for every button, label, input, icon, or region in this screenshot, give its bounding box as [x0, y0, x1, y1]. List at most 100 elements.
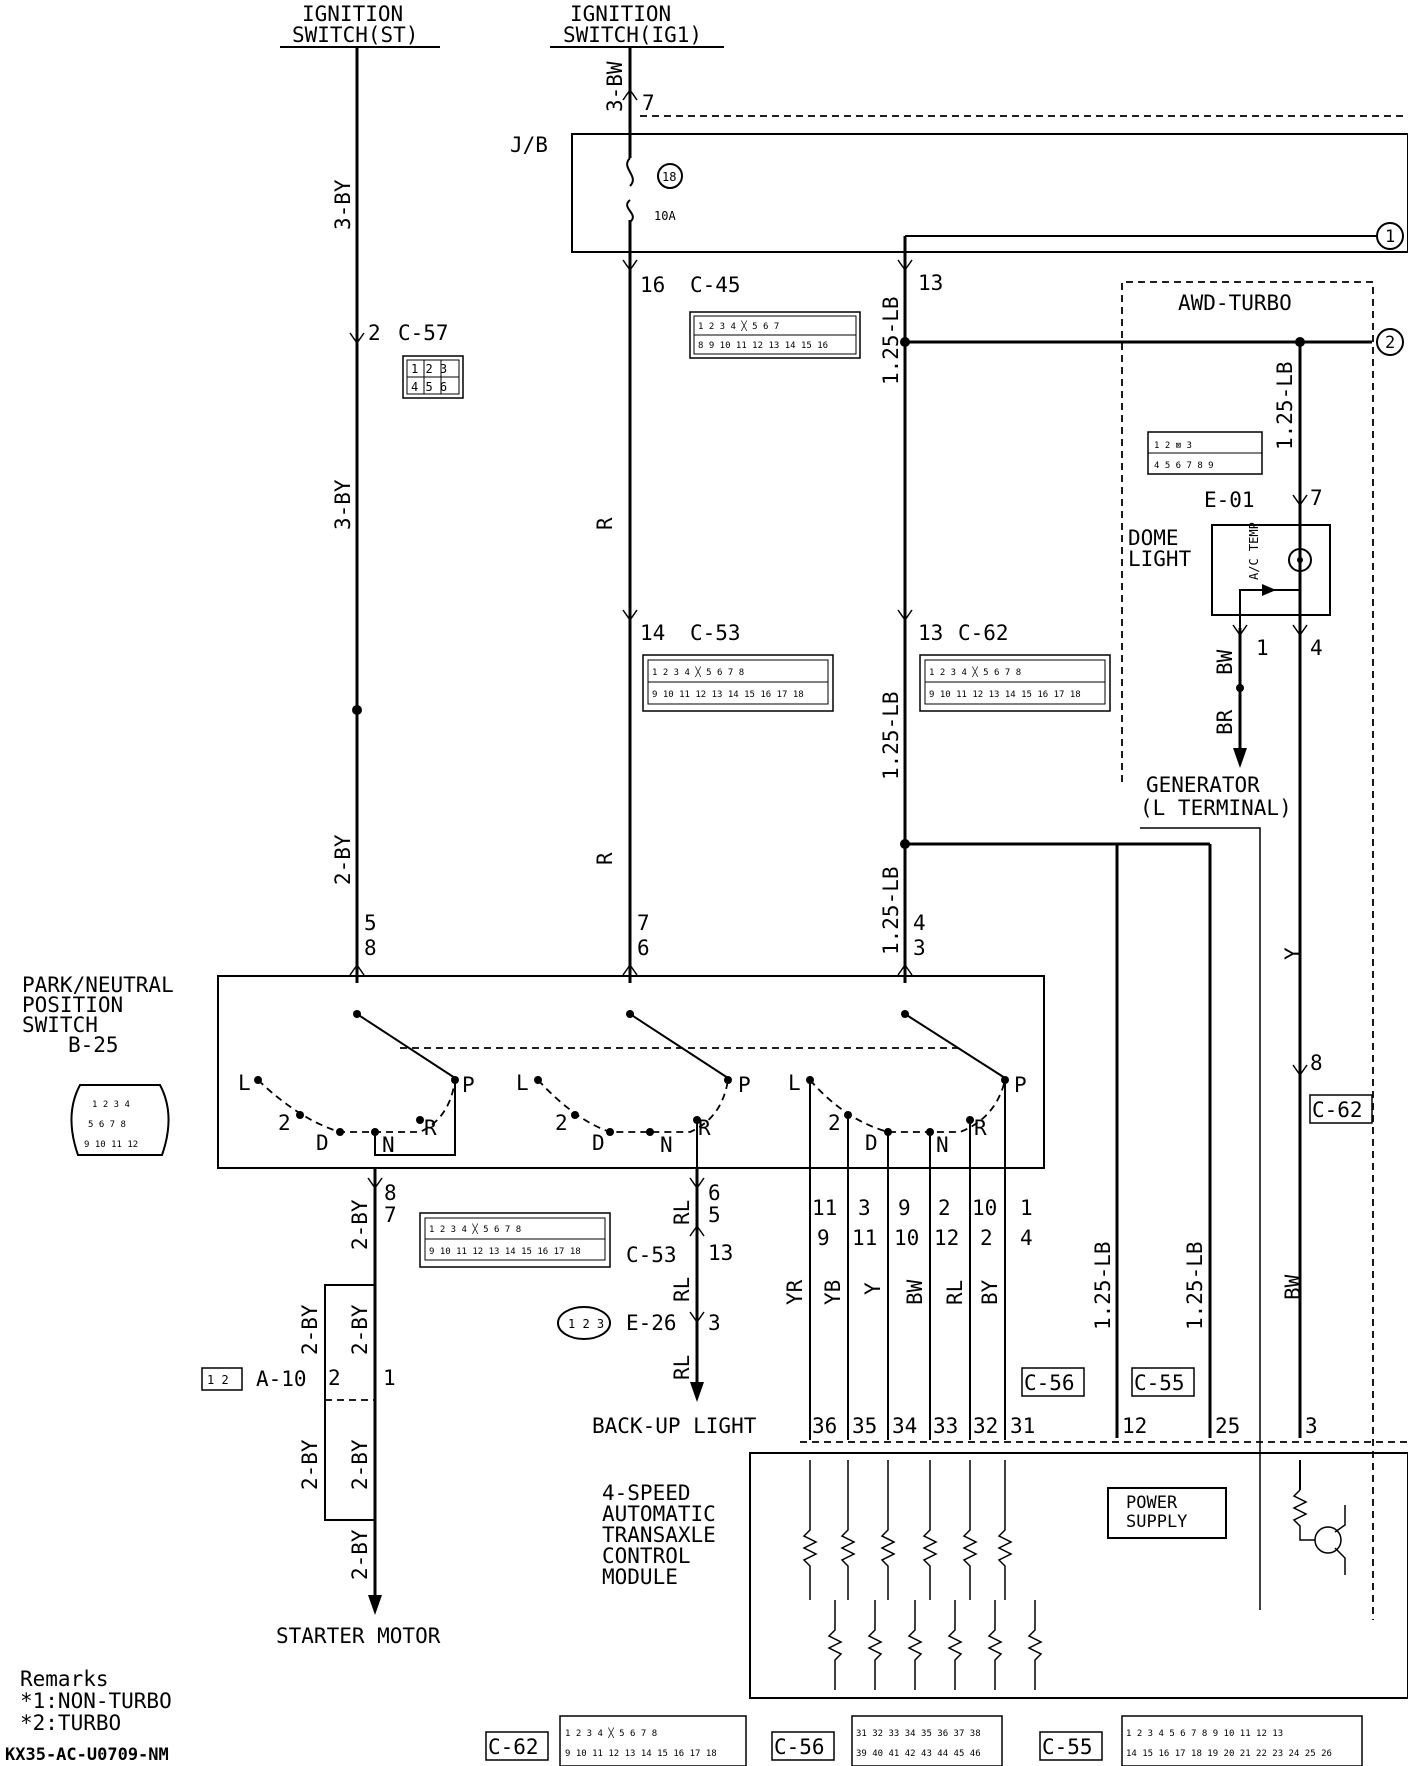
pin-label: 10: [894, 1226, 919, 1250]
wire-label: R: [593, 517, 617, 530]
wire-label: 1.25-LB: [879, 866, 903, 955]
pin-label: 31: [1010, 1414, 1035, 1438]
pin-label: 8: [364, 936, 377, 960]
jb-label: J/B: [510, 133, 548, 157]
transaxle-control-module: 4-SPEED AUTOMATIC TRANSAXLE CONTROL MODU…: [602, 1452, 1408, 1699]
connector-label-c57: C-57: [398, 321, 449, 345]
pos-2: 2: [555, 1111, 568, 1135]
pin-label: 1: [383, 1366, 396, 1390]
wire-label: YR: [783, 1279, 807, 1305]
tag-label: C-62: [1312, 1098, 1363, 1122]
pin-label: 36: [812, 1414, 837, 1438]
wire-label: 2-BY: [348, 1304, 372, 1355]
svg-text:1 2 3 4: 1 2 3 4: [92, 1100, 130, 1110]
remarks-title: Remarks: [20, 1667, 109, 1691]
svg-text:1 2 3 4 ╳ 5 6 7 8: 1 2 3 4 ╳ 5 6 7 8: [652, 666, 744, 678]
pos-l: L: [238, 1071, 251, 1095]
power-supply-line1: POWER: [1126, 1493, 1178, 1513]
tcm-line3: TRANSAXLE: [602, 1523, 716, 1547]
pos-l: L: [516, 1071, 529, 1095]
wire-label: Y: [861, 1282, 885, 1295]
pin-label: 9: [898, 1196, 911, 1220]
pin-label: 3: [708, 1311, 721, 1335]
remarks: Remarks *1:NON-TURBO *2:TURBO KX35-AC-U0…: [5, 1667, 172, 1765]
svg-text:31 32 33 34 35 36 37 38: 31 32 33 34 35 36 37 38: [856, 1729, 981, 1739]
connector-c53-face: 1 2 3 4 ╳ 5 6 7 8 9 10 11 12 13 14 15 16…: [642, 654, 834, 712]
tag-label: C-55: [1042, 1735, 1093, 1759]
wire-label: 1.25-LB: [879, 296, 903, 385]
diagram-id: KX35-AC-U0709-NM: [5, 1745, 169, 1765]
pin-label: 8: [1310, 1051, 1323, 1075]
generator-label: GENERATOR (L TERMINAL) Y 8 BW: [1140, 773, 1323, 1610]
connector-label-e01: E-01: [1204, 488, 1255, 512]
connector-label-e26: E-26: [626, 1311, 677, 1335]
pin-label: 3: [913, 936, 926, 960]
pin-label: 25: [1215, 1414, 1240, 1438]
wire-label: R: [593, 852, 617, 865]
pin-label: 32: [973, 1414, 998, 1438]
pos-p: P: [1014, 1073, 1027, 1097]
tag-c55: C-55: [1131, 1367, 1195, 1397]
pin-label: 6: [637, 936, 650, 960]
tag-c56: C-56: [1021, 1367, 1085, 1397]
pin-label: 34: [892, 1414, 917, 1438]
connector-label-c53-lower: C-53: [626, 1243, 677, 1267]
pin-label: 12: [1122, 1414, 1147, 1438]
wire-label: 2-BY: [298, 1439, 322, 1490]
svg-text:9 10 11 12 13 14 15 16 17 18: 9 10 11 12 13 14 15 16 17 18: [652, 690, 804, 700]
connector-c57-face: 1 2 3 4 5 6: [402, 355, 464, 399]
wire-label: BW: [1281, 1274, 1305, 1300]
fuse-number: 18: [662, 170, 676, 184]
ac-temp-label: A/C TEMP: [1247, 522, 1261, 580]
svg-text:1 2 3: 1 2 3: [568, 1317, 604, 1331]
tcm-line1: 4-SPEED: [602, 1481, 691, 1505]
pos-2: 2: [278, 1111, 291, 1135]
dome-light: DOME LIGHT A/C TEMP 1 4 BW BR: [1128, 522, 1331, 768]
wire-label: 2-BY: [298, 1304, 322, 1355]
pin-label: 11: [852, 1226, 877, 1250]
pin-label: 16: [640, 273, 665, 297]
pos-n: N: [382, 1133, 395, 1157]
wire-label: 2-BY: [331, 834, 355, 885]
tag-c62-right: C-62: [1309, 1094, 1373, 1124]
svg-text:4 5 6 7 8 9: 4 5 6 7 8 9: [1154, 461, 1214, 471]
pin-label: 13: [708, 1241, 733, 1265]
ign-st-line2: SWITCH(ST): [292, 23, 418, 47]
wire-label: BY: [978, 1279, 1002, 1305]
pin-label: 2: [938, 1196, 951, 1220]
ig1-circuit-wire: 3-BW 7 R R 16 C-45 14 C-53: [593, 47, 1408, 983]
ign-ig1-line2: SWITCH(IG1): [563, 23, 702, 47]
pin-label: 7: [1310, 486, 1323, 510]
svg-text:1 2 3 4 ╳ 5 6 7: 1 2 3 4 ╳ 5 6 7: [698, 320, 779, 332]
bottom-c56: C-56 31 32 33 34 35 36 37 38 39 40 41 42…: [771, 1715, 1003, 1766]
generator-line2: (L TERMINAL): [1140, 796, 1292, 820]
connector-c62-face: 1 2 3 4 ╳ 5 6 7 8 9 10 11 12 13 14 15 16…: [919, 654, 1111, 712]
connector-label-c53: C-53: [690, 621, 741, 645]
pin-label: 8: [384, 1181, 397, 1205]
ignition-ig1-header: IGNITION SWITCH(IG1): [550, 2, 724, 48]
connector-a10: 1 2 A-10: [201, 1367, 307, 1391]
svg-text:9 10 11 12 13 14 15 16 17 18: 9 10 11 12 13 14 15 16 17 18: [429, 1247, 581, 1257]
wire-label: 3-BY: [331, 479, 355, 530]
pin-label: 13: [918, 271, 943, 295]
svg-text:14 15 16 17 18 19 20 21 22 23: 14 15 16 17 18 19 20 21 22 23 24 25 26: [1126, 1749, 1332, 1759]
pin-label: 10: [972, 1196, 997, 1220]
pin-label: 1: [1256, 636, 1269, 660]
wire-label: 1.25-LB: [879, 691, 903, 780]
tag-label: C-62: [488, 1735, 539, 1759]
svg-text:1 2: 1 2: [207, 1373, 229, 1387]
pin-label: 11: [812, 1196, 837, 1220]
connector-label-c62: C-62: [958, 621, 1009, 645]
pin-label: 3: [858, 1196, 871, 1220]
wire-label: BR: [1213, 709, 1237, 735]
power-supply-line2: SUPPLY: [1126, 1512, 1187, 1532]
svg-text:8 9 10 11 12 13 14 15 16: 8 9 10 11 12 13 14 15 16: [698, 341, 828, 351]
pin-label: 33: [933, 1414, 958, 1438]
backup-light-wire: 6 5 13 3 C-53 E-26 RL RL RL BACK-UP LIGH…: [592, 1168, 757, 1438]
pin-label: 9: [817, 1226, 830, 1250]
lb-circuit-wire: 1 2 13 1.25-LB 1.25-LB 1.25-LB 13 C-62 1…: [879, 222, 1404, 1438]
tag-label: C-56: [1024, 1371, 1075, 1395]
junction-block: J/B 18 10A: [510, 133, 1408, 253]
pin-label: 5: [364, 911, 377, 935]
svg-text:1 2 3 4 ╳ 5 6 7 8: 1 2 3 4 ╳ 5 6 7 8: [429, 1223, 521, 1235]
